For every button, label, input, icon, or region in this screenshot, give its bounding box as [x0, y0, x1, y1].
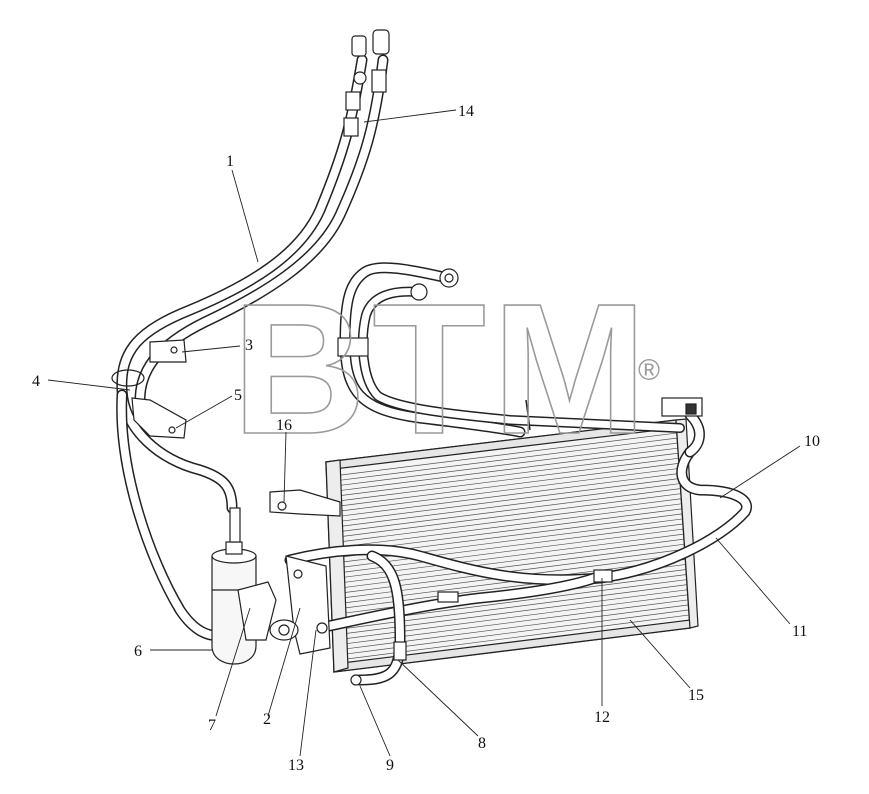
callouts: 1 2 3 4 5 6 7 8 9 10 11 12 13 14 15 16	[32, 103, 820, 774]
callout-12: 12	[594, 709, 610, 726]
callout-2: 2	[263, 711, 271, 728]
bolt-9	[350, 674, 362, 686]
callout-9: 9	[386, 757, 394, 774]
clamp-upper	[337, 337, 369, 357]
pipe-8	[294, 570, 606, 638]
bolt-16	[277, 501, 287, 511]
leader-15	[629, 619, 691, 689]
condenser-fin	[344, 528, 684, 573]
condenser-fin	[344, 543, 685, 588]
callout-14: 14	[458, 103, 474, 120]
condenser-fin	[342, 478, 680, 522]
leader-11	[715, 537, 791, 625]
bracket-2-hole	[293, 569, 303, 579]
watermark-text: BTM	[232, 266, 653, 473]
condenser-fin	[343, 503, 682, 547]
leader-10	[719, 445, 801, 499]
watermark-registered-mark: ®	[638, 354, 660, 387]
callout-4: 4	[32, 373, 40, 390]
clip-4	[111, 369, 145, 387]
callout-3: 3	[245, 337, 253, 354]
bracket-7	[237, 581, 277, 641]
condenser-fin	[345, 548, 685, 593]
pipe-8-drop	[354, 550, 406, 686]
callout-16: 16	[276, 417, 292, 434]
leader-8	[397, 659, 479, 737]
condenser-fin	[341, 463, 679, 507]
bracket-2	[285, 555, 331, 655]
upper-return-line-2	[357, 286, 685, 433]
bracket-3	[149, 339, 187, 363]
condenser-fin	[343, 508, 682, 553]
condenser-fin	[340, 432, 677, 476]
condenser-fin	[344, 538, 685, 583]
condenser-fin	[341, 452, 678, 496]
hose-1	[116, 54, 368, 514]
fitting-nut-3	[410, 283, 428, 301]
bracket-3-hole	[170, 346, 178, 354]
leader-lines	[47, 109, 801, 757]
leader-2	[267, 607, 301, 717]
leader-14	[363, 109, 457, 123]
leader-9	[359, 685, 391, 757]
leader-1	[231, 169, 259, 263]
leader-16	[283, 431, 287, 503]
condenser-fin	[344, 533, 684, 578]
condenser-fin	[341, 457, 679, 501]
pipe-10	[684, 409, 705, 458]
clip-12	[593, 569, 613, 583]
watermark: BTM ®	[231, 265, 660, 474]
fitting-drier-outlet-bore	[278, 624, 290, 636]
fitting-top-right	[372, 29, 390, 55]
callout-1: 1	[226, 153, 234, 170]
leader-7	[215, 607, 251, 717]
pipe-11	[284, 446, 752, 586]
leader-4	[47, 379, 131, 391]
condenser-fin	[340, 442, 678, 486]
sensor-wire	[525, 399, 531, 431]
sleeve-3	[371, 69, 387, 93]
callout-15: 15	[688, 687, 704, 704]
condenser-fin	[340, 437, 677, 481]
condenser-fin	[342, 498, 682, 542]
sleeve-1	[345, 91, 361, 111]
callout-10: 10	[804, 433, 820, 450]
condenser-fin	[342, 483, 681, 527]
clip-pipe-8-drop	[393, 641, 407, 661]
fitting-nut	[353, 71, 367, 85]
condenser-fin	[343, 523, 684, 568]
fittings	[111, 29, 703, 686]
condenser-fin	[340, 447, 678, 491]
callout-7: 7	[208, 717, 216, 734]
sleeve-2	[343, 117, 359, 137]
bolt-13	[316, 622, 328, 634]
condenser-fin	[342, 493, 681, 537]
callout-8: 8	[478, 735, 486, 752]
bracket-5-hole	[168, 426, 176, 434]
clip-pipe-8	[437, 591, 459, 603]
leader-3	[181, 345, 241, 353]
condenser-fin	[342, 488, 681, 532]
callout-13: 13	[288, 757, 304, 774]
callout-6: 6	[134, 643, 142, 660]
fitting-top-left	[351, 35, 367, 57]
condenser-fin	[341, 468, 679, 512]
inlet-fitting-nut	[685, 403, 697, 415]
fitting-nut-2-bore	[444, 273, 454, 283]
bracket-16	[269, 489, 341, 517]
leader-5	[175, 395, 233, 429]
leader-13	[299, 629, 317, 757]
callout-11: 11	[792, 623, 807, 640]
callout-5: 5	[234, 387, 242, 404]
condenser-fin	[341, 473, 680, 517]
